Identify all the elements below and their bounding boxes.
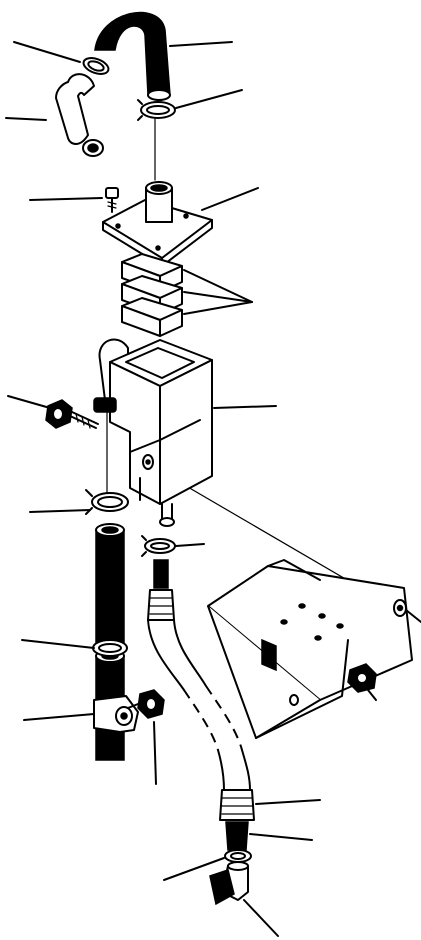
mounting-bracket [207,559,413,739]
leader-line-small-clamp [13,41,81,63]
pipe-clamp [93,695,139,733]
cap-screw-small [105,187,119,213]
valve-housing [93,338,213,527]
leader-lines [5,41,421,937]
leader-line-mounting-plate [201,187,259,211]
elbow-hose [55,73,104,157]
leader-line-upper-hose [169,41,233,47]
hose-clamp-fitting [141,535,176,557]
leader-line-bracket [405,609,421,623]
mounting-plate [102,181,213,267]
leader-line-mounting-bolt [7,395,51,409]
leader-line-hose-clamp-middle [29,509,91,513]
clamp-bolt [127,689,165,719]
leader-line-clamp-bolt [153,721,157,785]
leader-line-end-clamp [163,857,225,881]
leader-line-elbow-fitting [243,899,279,937]
leader-line-spacer-2 [183,291,253,303]
small-clamp-upper-left [82,57,110,75]
leader-line-elbow-hose [5,117,47,121]
leader-line-valve-housing [213,405,277,409]
flexible-hose [147,559,251,791]
leader-line-hose-clamp-lower [21,639,95,649]
hose-fitting-lower [225,821,249,851]
leader-line-hose-clamp-upper [175,89,243,109]
spacer-blocks [121,253,183,337]
hose-clamp-lower [92,639,128,657]
elbow-fitting [209,861,249,906]
leader-line-pipe-clamp [23,713,95,721]
leader-line-spacer-1 [183,269,253,303]
leader-line-spacer-3 [183,301,253,315]
upper-hose [94,11,171,101]
leader-line-hose-clamp-fitting [175,543,205,547]
end-clamp [224,849,252,863]
leader-line-bracket-bolt [367,689,377,701]
mounting-bolt [45,399,99,429]
leader-line-fitting-lower [249,833,313,841]
bracket-bolt [347,663,377,693]
hose-fitting-upper [219,789,255,821]
leader-line-fitting-upper [255,799,321,805]
hose-clamp-middle [85,489,129,515]
leader-line-cap-screw [29,197,103,201]
hose-clamp-upper [137,99,176,121]
